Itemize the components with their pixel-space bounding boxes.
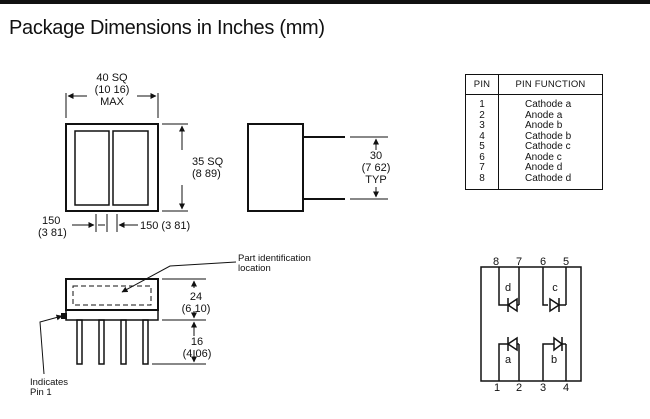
pin-label-5: 5	[563, 256, 569, 268]
pin-function: Anode b	[525, 120, 563, 131]
pin-number: 8	[465, 173, 499, 190]
table-row: 3 Anode b	[465, 120, 603, 132]
segment-label-d: d	[505, 282, 511, 294]
table-row: 8 Cathode d	[465, 172, 603, 190]
table-row: 5 Cathode c	[465, 141, 603, 153]
front-view-base	[65, 309, 159, 321]
pin-function-table: PIN PIN FUNCTION 1 Cathode a 2 Anode a 3…	[465, 74, 603, 190]
pin-label-2: 2	[516, 382, 522, 394]
lead-4	[142, 319, 149, 365]
part-id-dashed-area	[72, 285, 152, 306]
pin-number: 2	[465, 110, 499, 121]
pin-function: Cathode b	[525, 130, 572, 142]
top-width-in: 40 SQ	[96, 72, 128, 84]
table-row: 2 Anode a	[465, 109, 603, 121]
pin-1-label-1: Indicates	[30, 377, 68, 388]
diode-b-icon	[553, 336, 564, 352]
diode-c-icon	[549, 297, 561, 313]
schematic-outline	[480, 266, 582, 382]
top-height-in: 35 SQ	[192, 156, 224, 168]
lead-3	[120, 319, 127, 365]
lead-span-mm: (7 62)	[362, 162, 391, 174]
pin-function: Cathode c	[525, 141, 571, 152]
table-row: 7 Anode d	[465, 162, 603, 174]
pin-label-7: 7	[516, 256, 522, 268]
lead-1	[76, 319, 83, 365]
side-view-body	[247, 123, 304, 212]
body-height-in: 24	[190, 291, 202, 303]
top-view-outline	[65, 123, 159, 212]
pin-spacing-in: 150	[42, 215, 60, 227]
table-row: 6 Anode c	[465, 151, 603, 163]
diode-d-icon	[506, 297, 518, 313]
pin-function: Cathode d	[525, 172, 572, 184]
segment-label-c: c	[552, 282, 558, 294]
pin-number: 5	[465, 141, 499, 153]
top-view-window-left	[74, 130, 110, 206]
segment-label-a: a	[505, 354, 512, 366]
pin-number: 6	[465, 152, 499, 163]
segment-label-b: b	[551, 354, 557, 366]
pin-number: 4	[465, 131, 499, 142]
page-title: Package Dimensions in Inches (mm)	[9, 17, 325, 39]
part-id-label-1: Part identification	[238, 253, 311, 264]
pin-label-4: 4	[563, 382, 569, 394]
part-id-label-2: location	[238, 263, 271, 274]
pin-spacing-right: 150 (3 81)	[140, 220, 190, 232]
side-view	[247, 123, 388, 212]
pin-schematic	[480, 266, 582, 382]
pin-function: Anode d	[525, 162, 563, 173]
lead-length-mm: (4 06)	[183, 348, 212, 360]
pin-1-label-2: Pin 1	[30, 387, 52, 398]
table-row: 1 Cathode a	[465, 94, 603, 111]
pin-number: 7	[465, 162, 499, 174]
pin-function-header: PIN FUNCTION	[498, 74, 603, 95]
front-view	[39, 261, 237, 375]
body-height-mm: (6 10)	[182, 303, 211, 315]
lead-span-in: 30	[370, 150, 382, 162]
pin-1-indicator	[61, 313, 67, 319]
pin-label-3: 3	[540, 382, 546, 394]
table-row: 4 Cathode b	[465, 130, 603, 142]
top-height-mm: (8 89)	[192, 168, 221, 180]
lead-2	[98, 319, 105, 365]
pin-function: Anode c	[525, 151, 562, 163]
pin-function: Cathode a	[525, 99, 572, 110]
pin-function: Anode a	[525, 109, 563, 121]
pin-label-1: 1	[494, 382, 500, 394]
diode-a-icon	[506, 336, 518, 352]
pin-number: 3	[465, 120, 499, 132]
lead-span-note: TYP	[365, 174, 386, 186]
top-width-note: MAX	[100, 96, 125, 108]
top-rule	[0, 0, 650, 4]
pin-header: PIN	[465, 74, 499, 95]
pin-number: 1	[465, 94, 499, 111]
pin-label-8: 8	[493, 256, 499, 268]
lead-length-in: 16	[191, 336, 203, 348]
top-view	[65, 93, 188, 232]
top-view-window-right	[112, 130, 149, 206]
top-width-mm: (10 16)	[95, 84, 130, 96]
pin-spacing-mm: (3 81)	[38, 227, 67, 239]
pin-label-6: 6	[540, 256, 546, 268]
